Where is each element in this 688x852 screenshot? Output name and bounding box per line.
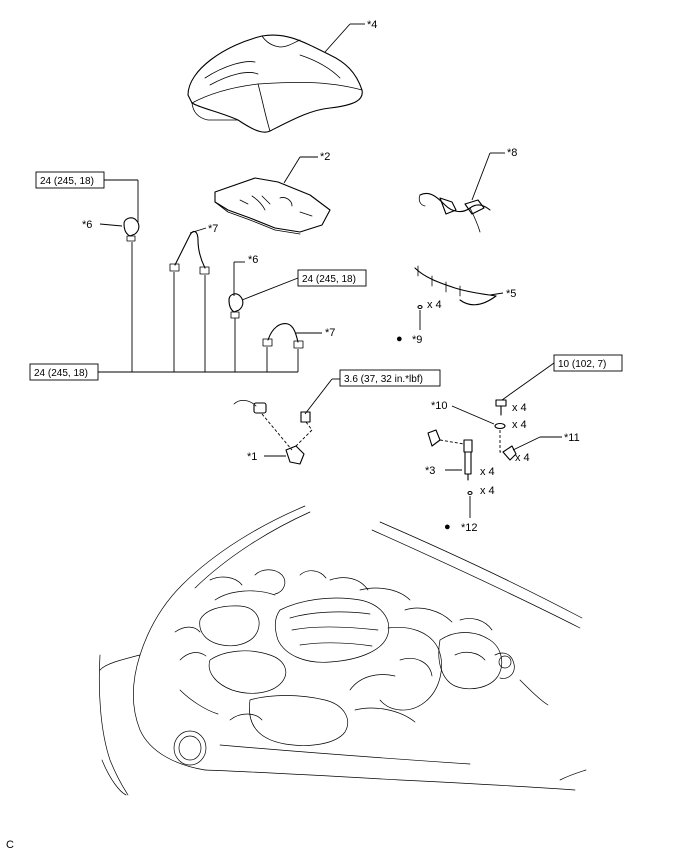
callout-6-middle: *6 — [248, 254, 258, 266]
connector-6-left — [123, 217, 140, 242]
callout-6-left: *6 — [82, 219, 92, 231]
qty-12: x 4 — [480, 485, 495, 497]
qty-10a: x 4 — [512, 402, 527, 414]
torque-3: 24 (245, 18) — [34, 368, 88, 379]
clamp-11 — [502, 445, 517, 461]
engine-cover — [187, 34, 363, 133]
gasket-9 — [417, 304, 423, 310]
bullet-12: ● — [444, 521, 451, 533]
callout-3: *3 — [425, 465, 435, 477]
torque-4: 3.6 (37, 32 in.*lbf) — [344, 374, 423, 385]
bullet-9: ● — [396, 333, 403, 345]
harness-7-right — [262, 323, 304, 349]
intake-cover — [214, 177, 331, 235]
sensor-1 — [233, 400, 311, 465]
callout-7-right: *7 — [325, 327, 335, 339]
connector-6-middle — [228, 293, 244, 319]
callout-7-left: *7 — [208, 223, 218, 235]
callout-2: *2 — [320, 151, 330, 163]
torque-box-4 — [339, 369, 441, 387]
callout-5: *5 — [506, 288, 516, 300]
torque-1: 24 (245, 18) — [40, 176, 94, 187]
qty-10b: x 4 — [512, 419, 527, 431]
callout-4: *4 — [367, 19, 377, 31]
callout-10: *10 — [431, 400, 448, 412]
harness-7-left — [169, 230, 210, 275]
callout-12: *12 — [461, 522, 478, 534]
callout-9: *9 — [412, 334, 422, 346]
torque-5: 10 (102, 7) — [558, 359, 606, 370]
vehicle-front-illustration — [98, 505, 587, 796]
washer-10 — [494, 422, 506, 430]
torque-box-3 — [29, 363, 99, 381]
wire-harness — [418, 192, 491, 233]
torque-2: 24 (245, 18) — [302, 274, 356, 285]
o-ring-12 — [467, 490, 473, 496]
qty-11: x 4 — [515, 452, 530, 464]
fuel-delivery-pipe — [414, 265, 497, 306]
callout-8: *8 — [507, 147, 517, 159]
corner-mark: C — [6, 839, 14, 851]
qty-3: x 4 — [480, 466, 495, 478]
callout-11: *11 — [564, 432, 580, 444]
qty-5: x 4 — [427, 299, 442, 311]
callout-1: *1 — [247, 451, 257, 463]
torque-box-2 — [297, 269, 367, 287]
bolt-10 — [495, 399, 507, 416]
